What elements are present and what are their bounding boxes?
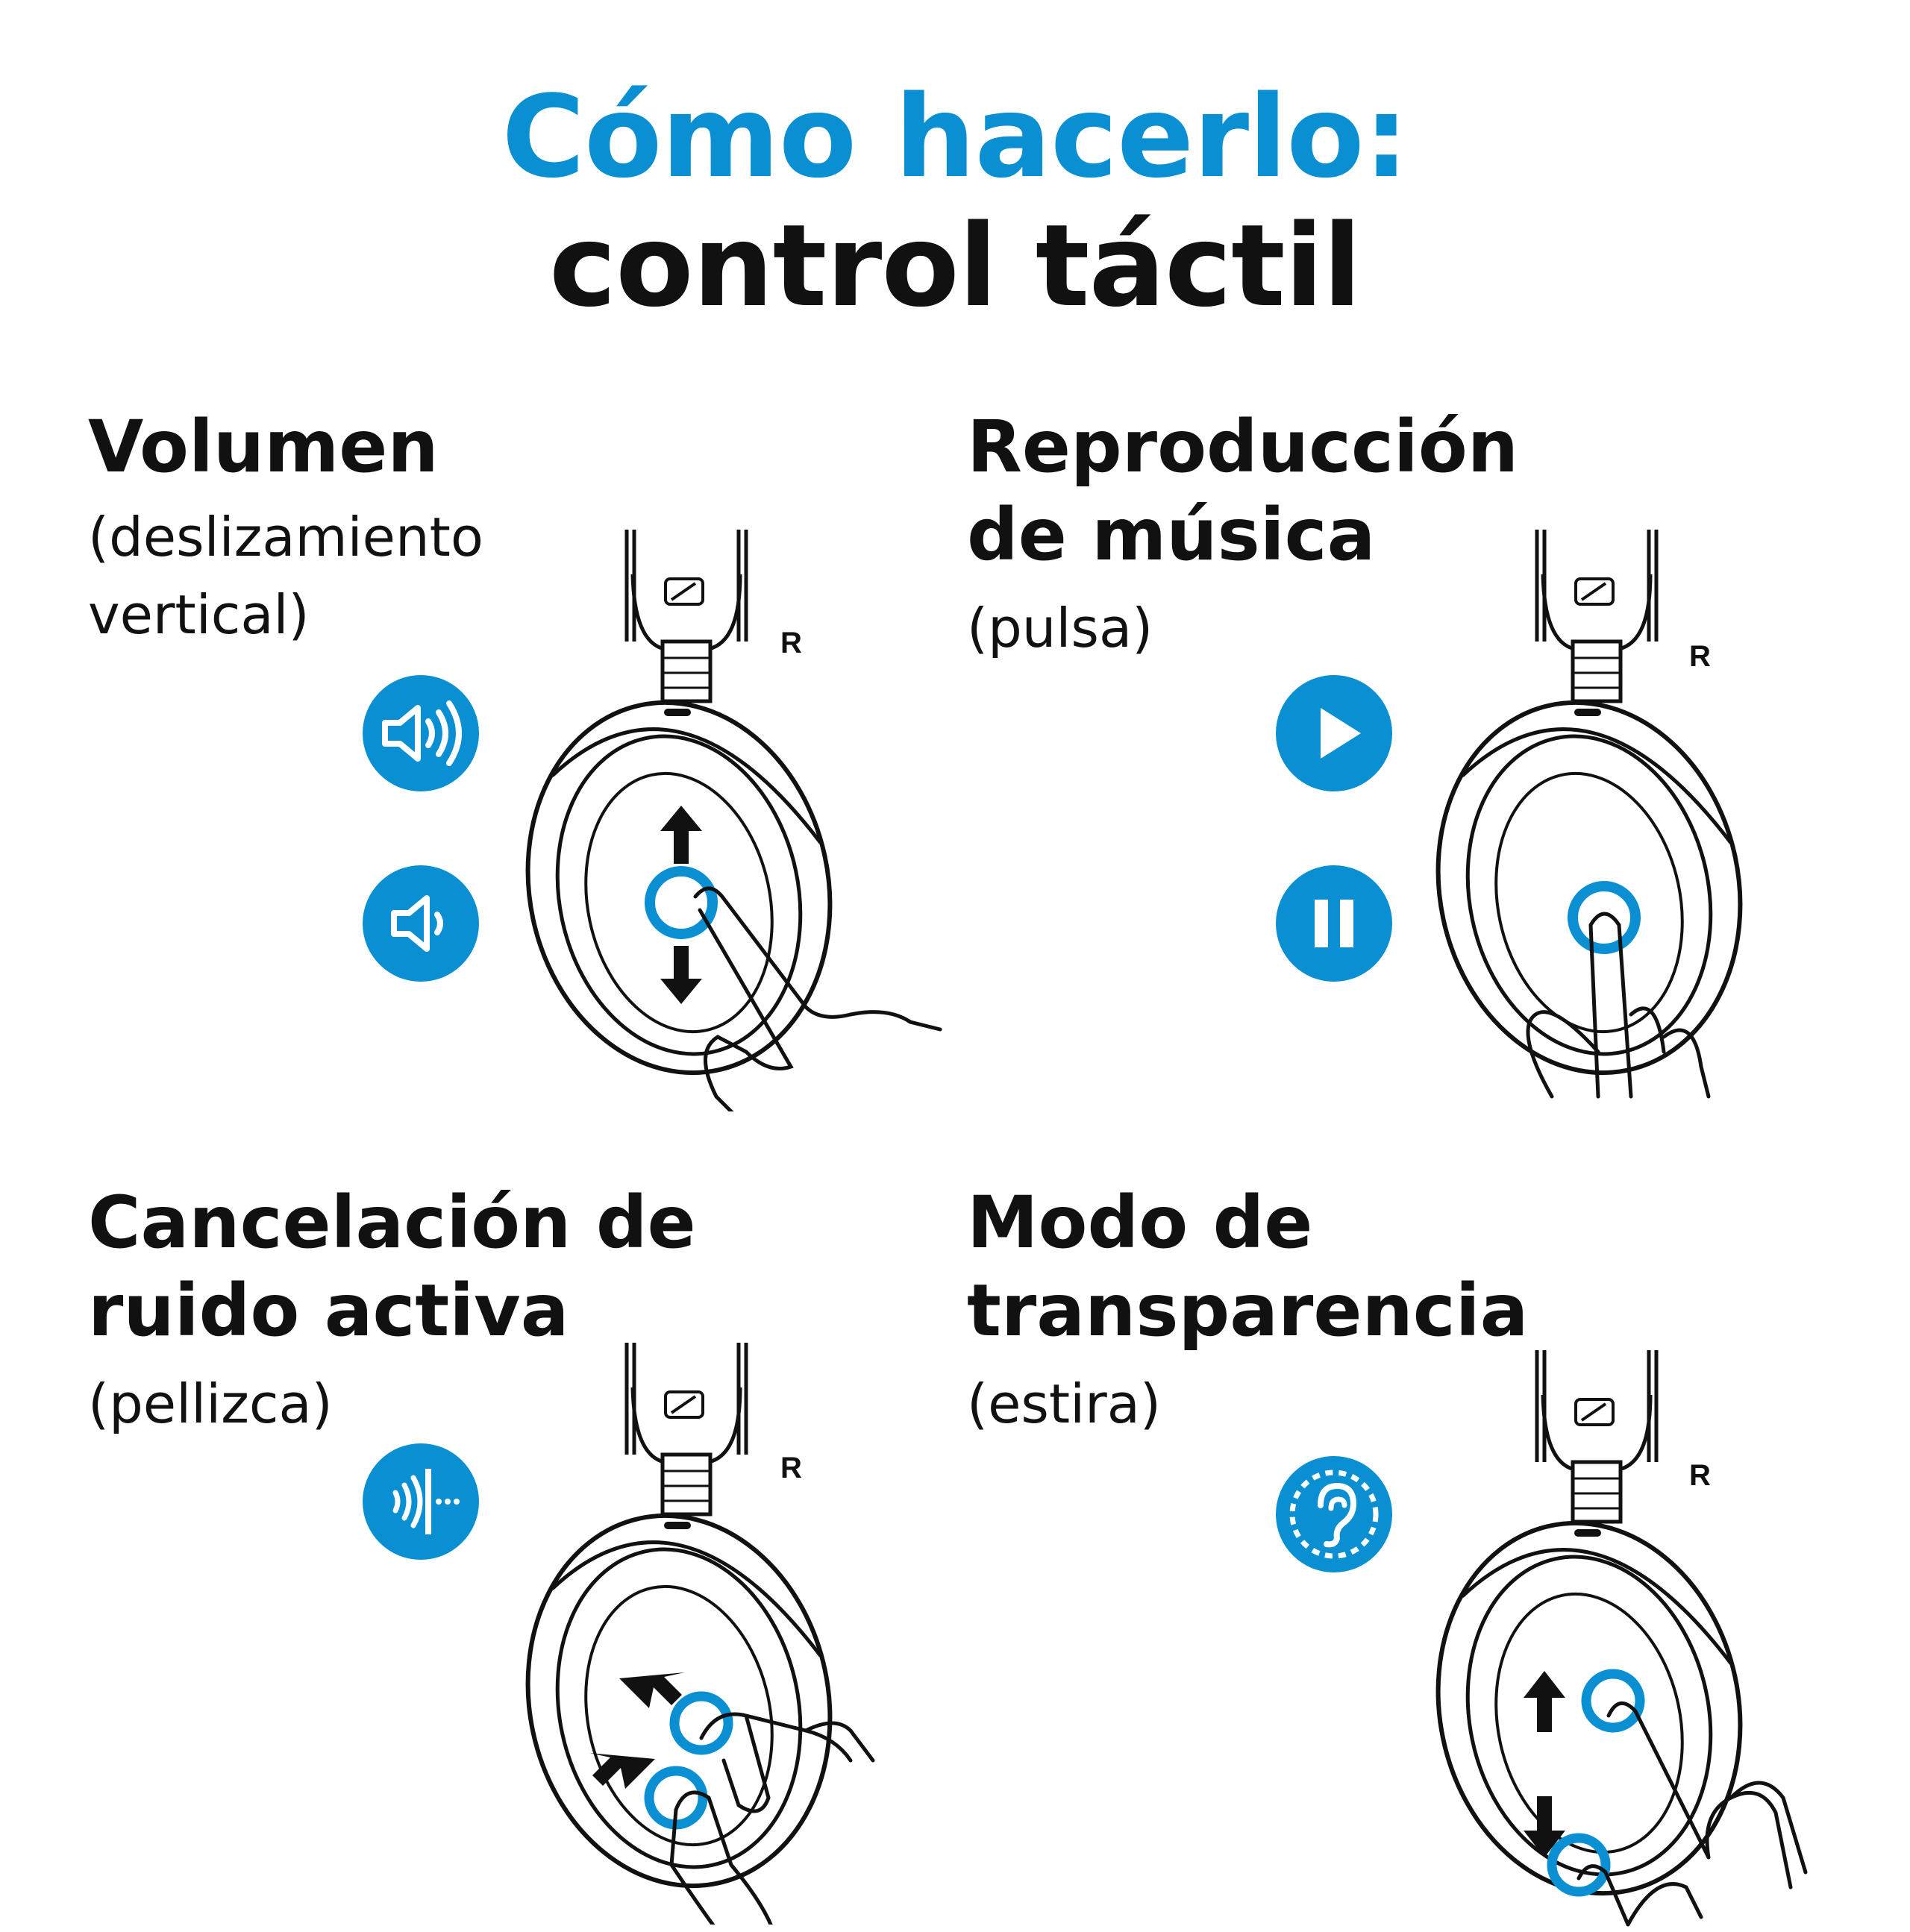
page-title: Cómo hacerlo:	[501, 71, 1409, 203]
transparency-heading-line: transparencia	[967, 1269, 1529, 1352]
playback-heading-line: de música	[967, 493, 1376, 577]
volume-gesture: (deslizamiento vertical)	[88, 498, 483, 653]
volume-up-icon	[363, 675, 479, 791]
anc-heading: Cancelación de ruido activa	[88, 1179, 696, 1355]
pause-icon	[1276, 865, 1392, 982]
playback-heading: Reproducción de música	[967, 403, 1518, 579]
volume-heading: Volumen	[88, 403, 439, 491]
play-icon	[1276, 675, 1392, 791]
playback-heading-line: Reproducción	[967, 405, 1519, 489]
headphone-earcup-illustration	[522, 530, 970, 1111]
right-side-label: R	[780, 1452, 802, 1484]
anc-gesture-line: (pellizca)	[88, 1373, 333, 1435]
anc-gesture: (pellizca)	[88, 1365, 333, 1443]
page-subtitle: control táctil	[549, 200, 1362, 332]
headphone-earcup-illustration	[1432, 1350, 1880, 1932]
volume-down-icon	[363, 865, 479, 982]
anc-panel: Cancelación de ruido activa (pellizca) R	[0, 1179, 895, 1925]
playback-gesture: (pulsa)	[967, 589, 1153, 667]
volume-gesture-line: (deslizamiento	[88, 506, 483, 568]
right-side-label: R	[1689, 640, 1711, 673]
transparency-gesture-line: (estira)	[967, 1373, 1161, 1435]
headphone-earcup-illustration	[1432, 530, 1880, 1111]
transparency-heading-line: Modo de	[967, 1181, 1313, 1264]
headphone-earcup-illustration	[522, 1343, 970, 1925]
volume-panel: Volumen (deslizamiento vertical) R	[0, 403, 942, 1134]
right-side-label: R	[1689, 1459, 1711, 1492]
playback-gesture-line: (pulsa)	[967, 597, 1153, 659]
transparency-gesture: (estira)	[967, 1365, 1161, 1443]
volume-gesture-line: vertical)	[88, 583, 310, 646]
playback-panel: Reproducción de música (pulsa) R	[925, 403, 1820, 1134]
anc-heading-line: ruido activa	[88, 1269, 569, 1352]
transparency-heading: Modo de transparencia	[967, 1179, 1528, 1355]
anc-heading-line: Cancelación de	[88, 1181, 696, 1264]
volume-heading-line: Volumen	[88, 405, 439, 489]
noise-cancellation-icon	[363, 1443, 479, 1560]
transparency-panel: Modo de transparencia (estira) R	[925, 1179, 1820, 1927]
transparency-ear-icon	[1276, 1456, 1392, 1572]
right-side-label: R	[780, 627, 802, 659]
